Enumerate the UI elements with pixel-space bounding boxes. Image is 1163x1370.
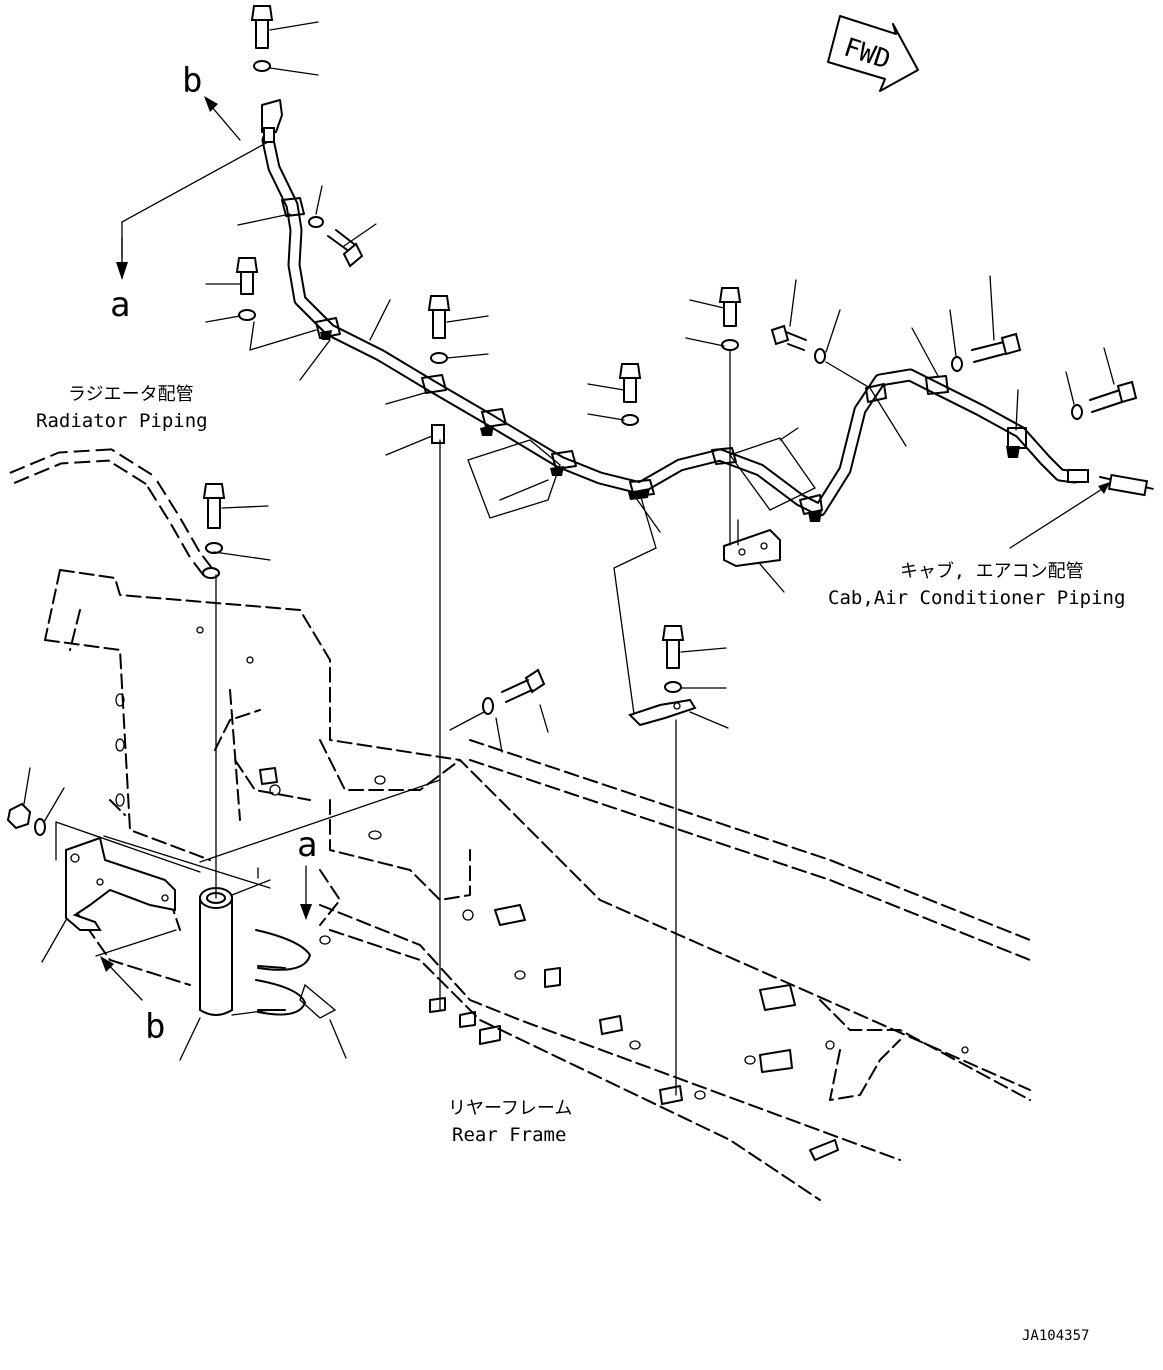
rear-frame-label-en: Rear Frame (452, 1124, 566, 1146)
ref-a-top: a (110, 285, 130, 325)
leader-lines (23, 21, 1115, 1096)
ref-b-bottom: b (145, 1007, 165, 1047)
fwd-label: FWD (840, 33, 894, 76)
ref-a-bottom: a (297, 825, 317, 865)
cab-piping-label-en: Cab,Air Conditioner Piping (828, 587, 1125, 609)
hose-clamps (281, 197, 1027, 522)
rear-frame-label-ja: リヤーフレーム (448, 1098, 572, 1119)
drawing-number: JA104357 (1022, 1328, 1089, 1344)
receiver-drier (199, 887, 311, 1016)
ref-b-top: b (182, 61, 202, 101)
radiator-piping-pipe (9, 448, 220, 579)
cab-piping-label-ja: キャブ, エアコン配管 (900, 560, 1084, 582)
rear-frame (44, 569, 1031, 1201)
fwd-arrow: FWD (827, 15, 919, 92)
radiator-piping-label-en: Radiator Piping (36, 410, 208, 432)
ac-hose (261, 99, 1159, 517)
radiator-piping-label-ja: ラジエータ配管 (68, 384, 194, 405)
brackets (65, 528, 781, 931)
